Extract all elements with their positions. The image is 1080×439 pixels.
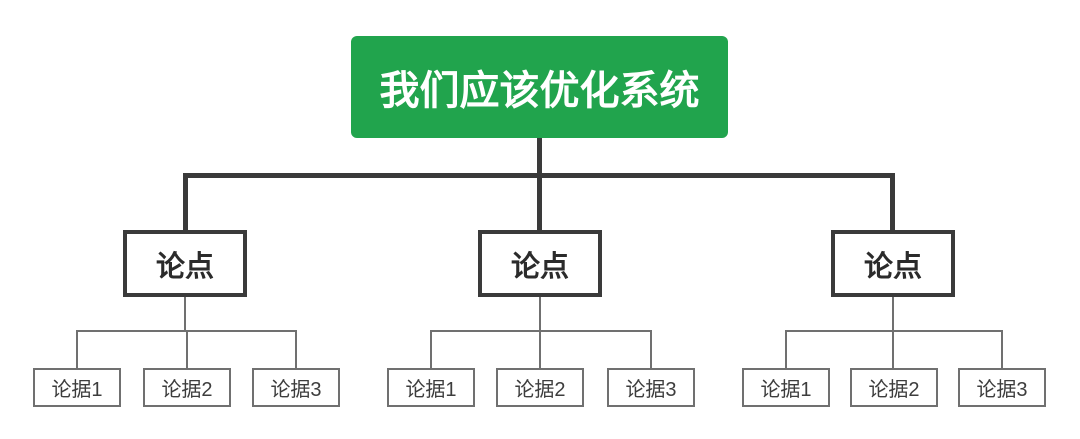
leaf-node: 论据2 <box>850 368 938 407</box>
connector-center-children-bar <box>430 330 652 332</box>
connector-left-child3-stub <box>295 330 297 368</box>
connector-right-branch-stem <box>892 297 894 332</box>
branch-node-label: 论点 <box>510 250 569 283</box>
connector-right-child3-stub <box>1001 330 1003 368</box>
leaf-node: 论据3 <box>958 368 1046 407</box>
leaf-node: 论据1 <box>742 368 830 407</box>
leaf-node: 论据3 <box>252 368 340 407</box>
leaf-node-label: 论据2 <box>868 379 920 401</box>
leaf-node-label: 论据1 <box>405 379 457 401</box>
connector-center-child2-stub <box>539 330 541 368</box>
leaf-node: 论据1 <box>33 368 121 407</box>
branch-node-center: 论点 <box>478 230 602 297</box>
connector-right-children-bar <box>785 330 1003 332</box>
leaf-node: 论据2 <box>496 368 584 407</box>
leaf-node: 论据2 <box>143 368 231 407</box>
branch-node-label: 论点 <box>155 250 214 283</box>
connector-left-branch-stem <box>184 297 186 332</box>
leaf-node-label: 论据2 <box>514 379 566 401</box>
connector-right-child2-stub <box>892 330 894 368</box>
connector-drop-right-branch <box>890 173 895 230</box>
root-node-label: 我们应该优化系统 <box>379 69 700 113</box>
root-node: 我们应该优化系统 <box>351 36 728 138</box>
connector-drop-left-branch <box>183 173 188 230</box>
leaf-node-label: 论据1 <box>51 379 103 401</box>
connector-center-branch-stem <box>539 297 541 332</box>
leaf-node-label: 论据3 <box>270 379 322 401</box>
leaf-node-label: 论据3 <box>976 379 1028 401</box>
connector-root-trunk <box>537 137 542 175</box>
connector-left-child2-stub <box>186 330 188 368</box>
leaf-node: 论据3 <box>607 368 695 407</box>
connector-right-child1-stub <box>785 330 787 368</box>
leaf-node-label: 论据2 <box>161 379 213 401</box>
connector-left-child1-stub <box>76 330 78 368</box>
branch-node-label: 论点 <box>863 250 922 283</box>
connector-center-child1-stub <box>430 330 432 368</box>
leaf-node-label: 论据1 <box>760 379 812 401</box>
connector-center-child3-stub <box>650 330 652 368</box>
leaf-node-label: 论据3 <box>625 379 677 401</box>
connector-drop-center-branch <box>537 173 542 230</box>
leaf-node: 论据1 <box>387 368 475 407</box>
branch-node-right: 论点 <box>831 230 955 297</box>
branch-node-left: 论点 <box>123 230 247 297</box>
